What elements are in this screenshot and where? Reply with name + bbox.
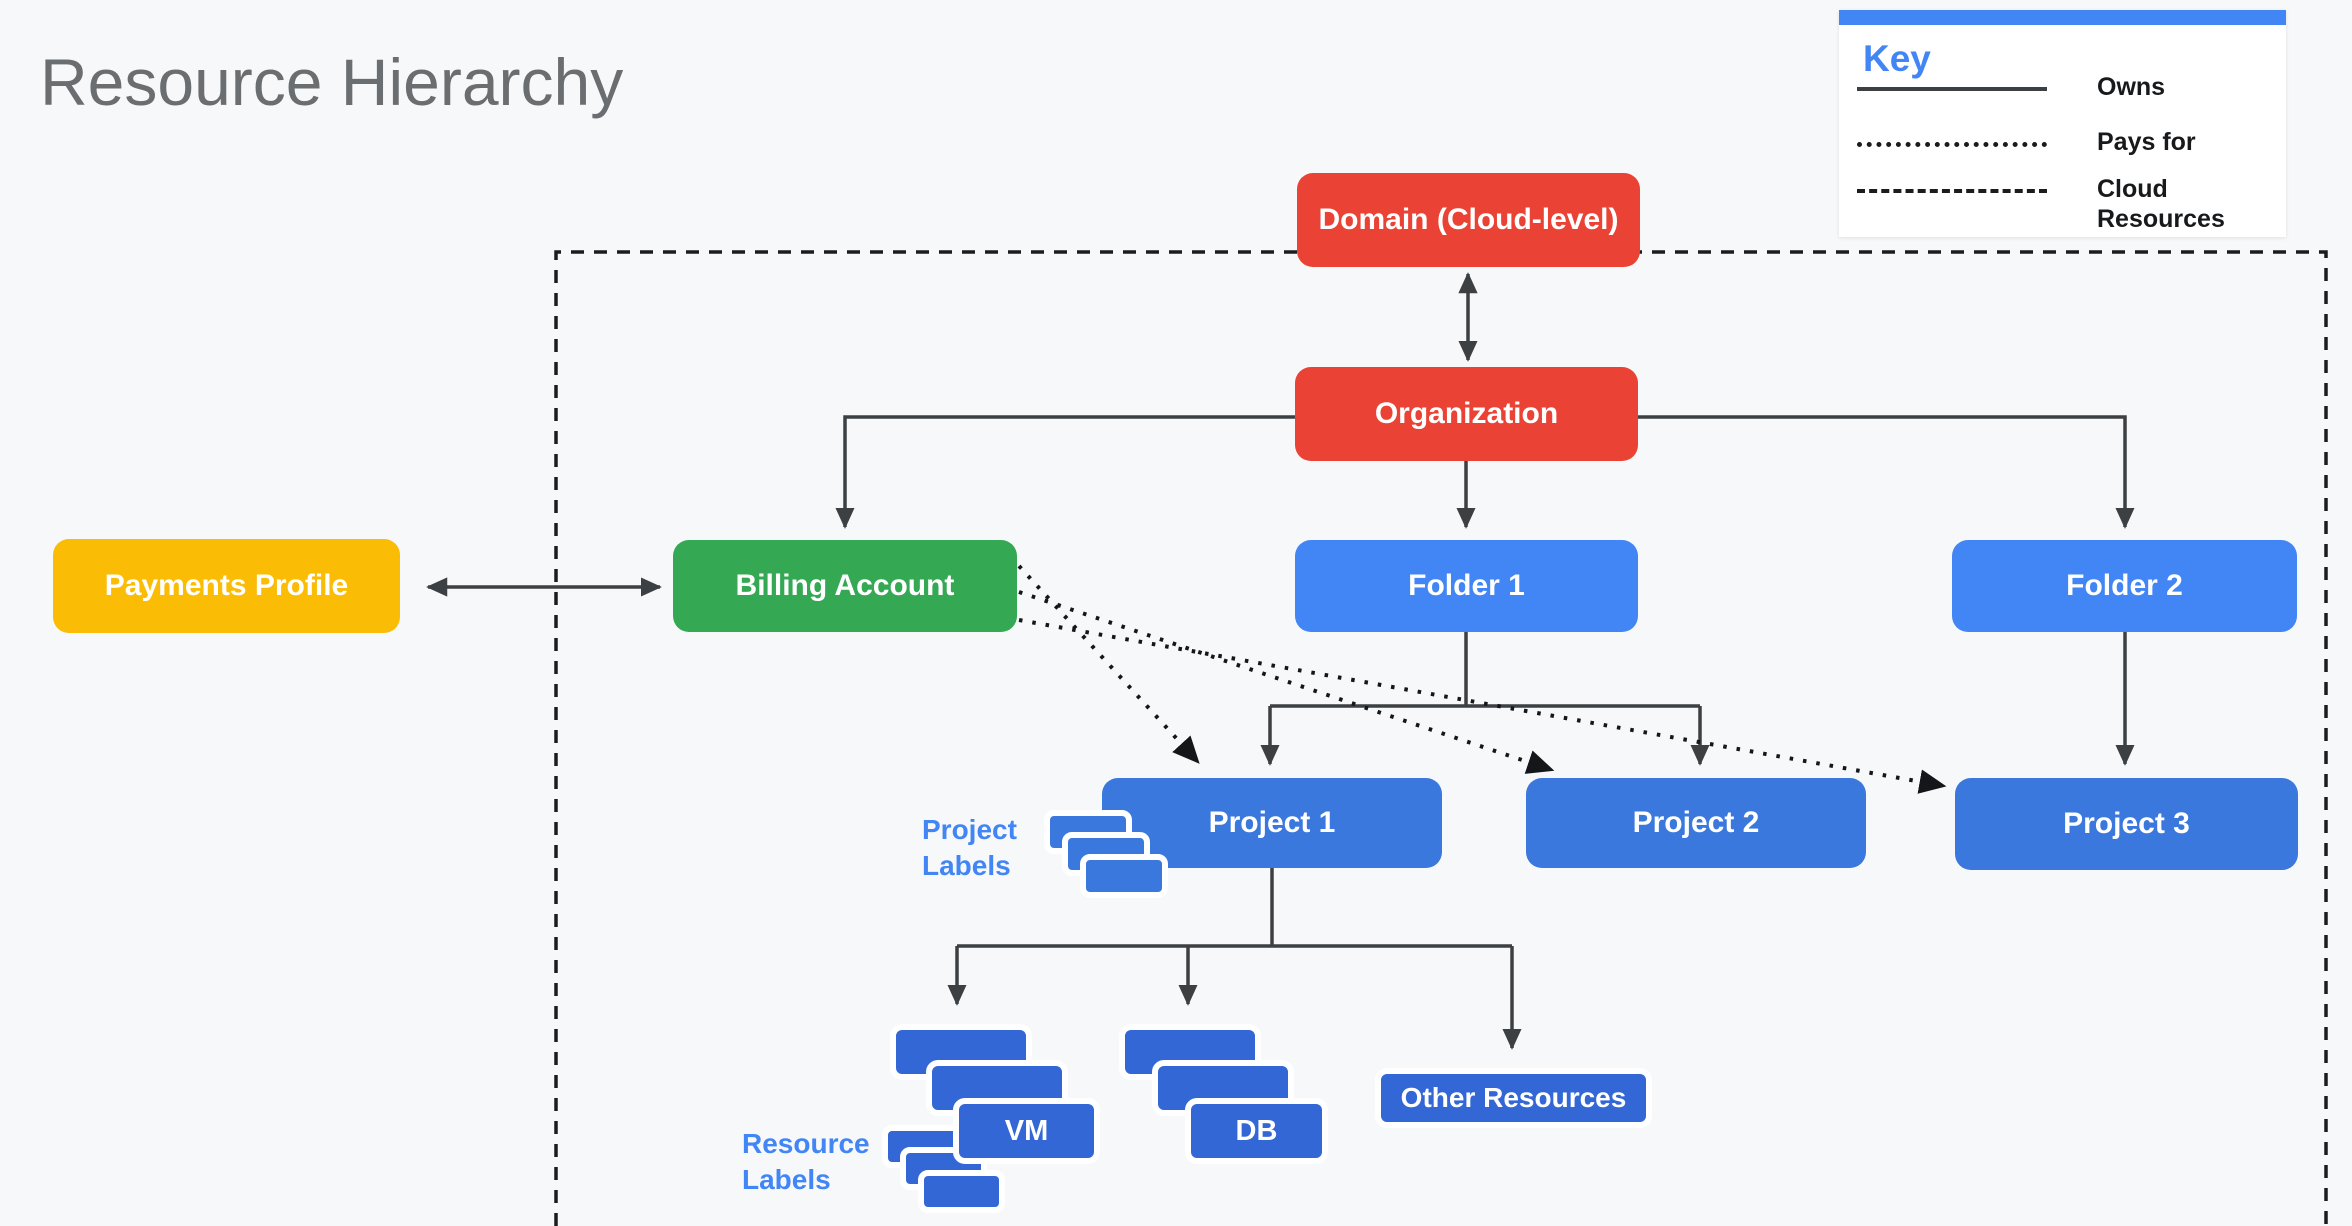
- node-organization: Organization: [1295, 367, 1638, 461]
- resource-label-tag-icon: [918, 1170, 1005, 1213]
- legend-accent-bar: [1839, 10, 2286, 25]
- node-project-2: Project 2: [1526, 778, 1866, 868]
- node-domain: Domain (Cloud-level): [1297, 173, 1640, 267]
- edge-organization-billing: [835, 415, 1295, 529]
- page-title: Resource Hierarchy: [40, 45, 624, 119]
- node-vm: VM: [953, 1098, 1100, 1164]
- node-billing-account: Billing Account: [673, 540, 1017, 632]
- legend-label: Owns: [2097, 73, 2166, 101]
- edge-organization-folder2: [1638, 415, 2135, 529]
- node-db: DB: [1185, 1098, 1328, 1164]
- legend-solid-line-sample: [1857, 87, 2047, 91]
- node-payments-profile: Payments Profile: [53, 539, 400, 633]
- legend-label: Cloud Resources: [2097, 175, 2225, 233]
- project-label-tag-icon: [1080, 854, 1168, 898]
- resource-labels-caption: Resource Labels: [742, 1128, 870, 1195]
- legend-dashed-line-sample: [1857, 189, 2047, 193]
- node-other-resources: Other Resources: [1375, 1068, 1652, 1128]
- cloud-resources-boundary: [554, 250, 2328, 1226]
- legend-dotted-line-sample: [1857, 142, 2047, 147]
- node-folder-2: Folder 2: [1952, 540, 2297, 632]
- edge-project1-branch: [957, 868, 1512, 948]
- legend-key-box: Key Owns Pays for Cloud Resources: [1839, 10, 2286, 237]
- edge-billing-project3-paysfor: [1018, 618, 1947, 794]
- edge-folder1-branch: [1270, 632, 1700, 708]
- legend-label: Pays for: [2097, 128, 2196, 156]
- project-labels-caption: Project Labels: [922, 814, 1017, 881]
- node-project-1: Project 1: [1102, 778, 1442, 868]
- legend-title: Key: [1863, 38, 1931, 79]
- node-folder-1: Folder 1: [1295, 540, 1638, 632]
- edge-billing-project1-paysfor: [1017, 564, 1200, 764]
- node-project-3: Project 3: [1955, 778, 2298, 870]
